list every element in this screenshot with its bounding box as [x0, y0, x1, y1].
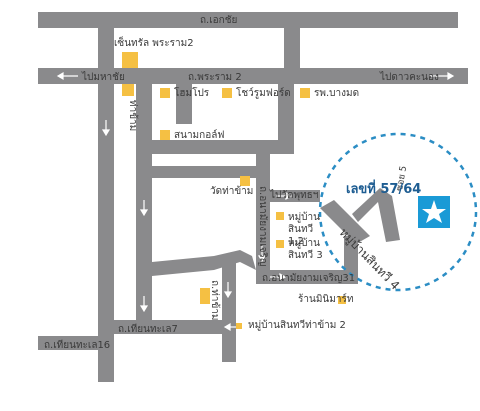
label-central: เซ็นทรัล พระราม2: [114, 38, 194, 49]
star-icon: [422, 200, 446, 223]
address-label: เลขที่ 57/64: [346, 182, 422, 197]
label-thian-thale7: ถ.เทียนทะเล7: [118, 324, 178, 335]
label-ekkachai: ถ.เอกชัย: [200, 15, 238, 26]
landmark-thakham: [200, 288, 210, 304]
road-middle-connector: [152, 166, 258, 178]
label-golf: สนามกอล์ฟ: [174, 130, 225, 141]
road-left-vertical: [98, 12, 114, 382]
landmark-village-thakham2: [236, 323, 242, 329]
road-homepro-vertical: [176, 84, 192, 124]
road-anamai: [256, 270, 356, 284]
landmark-hospital: [300, 88, 310, 98]
label-to-mahachai: ไปมหาชัย: [82, 72, 125, 83]
destination-circle: [318, 132, 478, 292]
road-ekkachai: [38, 12, 458, 28]
label-to-wat-phuttha: ไปวัดพุทธฯ: [270, 190, 319, 201]
label-to-daokhanong: ไปดาวคะนอง: [380, 72, 439, 83]
label-showroom: โชว์รูมฟอร์ด: [236, 88, 291, 99]
road-to-wat-phuttha: [270, 190, 320, 202]
label-wat-thakham: วัดท่าข้าม: [210, 186, 254, 197]
landmark-village3: [276, 240, 284, 248]
landmark-village12: [276, 212, 284, 220]
road-top-right-vertical: [284, 12, 300, 84]
road-village4-diagonal: [320, 200, 370, 244]
road-soi5: [352, 188, 400, 242]
road-lower-vertical: [222, 262, 236, 362]
label-anamai-31: ถ.อนามัยงามเจริญ31: [262, 273, 356, 284]
label-village3: หมู่บ้าน สินทวี 3: [288, 238, 323, 261]
label-thakham: ถ.ท่าข้าม: [209, 280, 220, 321]
landmark-homepro: [160, 88, 170, 98]
label-homepro: โฮมโปร: [174, 88, 210, 99]
label-ocean-dakham: ถ.อนามัยงามเจริญ: [257, 186, 268, 267]
landmark-golf: [160, 130, 170, 140]
label-village12: หมู่บ้าน สินทวี 1,2: [288, 212, 320, 247]
label-minimart: ร้านมินิมาร์ท: [298, 294, 354, 305]
label-rama2: ถ.พระราม 2: [188, 72, 242, 83]
landmark-minimart: [338, 296, 346, 304]
road-thian-thale7: [114, 320, 236, 334]
road-village4-vertical: [344, 236, 358, 284]
landmark-central: [122, 52, 138, 68]
label-bangkhae: ท่าข้าม: [127, 100, 138, 132]
label-village-thakham2: หมู่บ้านสินทวีท่าข้าม 2: [248, 320, 346, 331]
road-upper-connector: [152, 140, 294, 154]
landmark-marker: [122, 84, 134, 96]
road-thian-thale16: [38, 336, 114, 350]
label-hospital: รพ.บางมด: [314, 88, 360, 99]
landmark-showroom: [222, 88, 232, 98]
road-rama2: [38, 68, 468, 84]
road-lower-diagonal: [152, 250, 256, 276]
label-thian-thale16: ถ.เทียนทะเล16: [44, 340, 111, 351]
road-thakham-vertical: [256, 154, 270, 278]
direction-arrows: [56, 71, 455, 332]
road-golf-vertical: [278, 84, 294, 140]
landmark-wat-thakham: [240, 176, 250, 186]
